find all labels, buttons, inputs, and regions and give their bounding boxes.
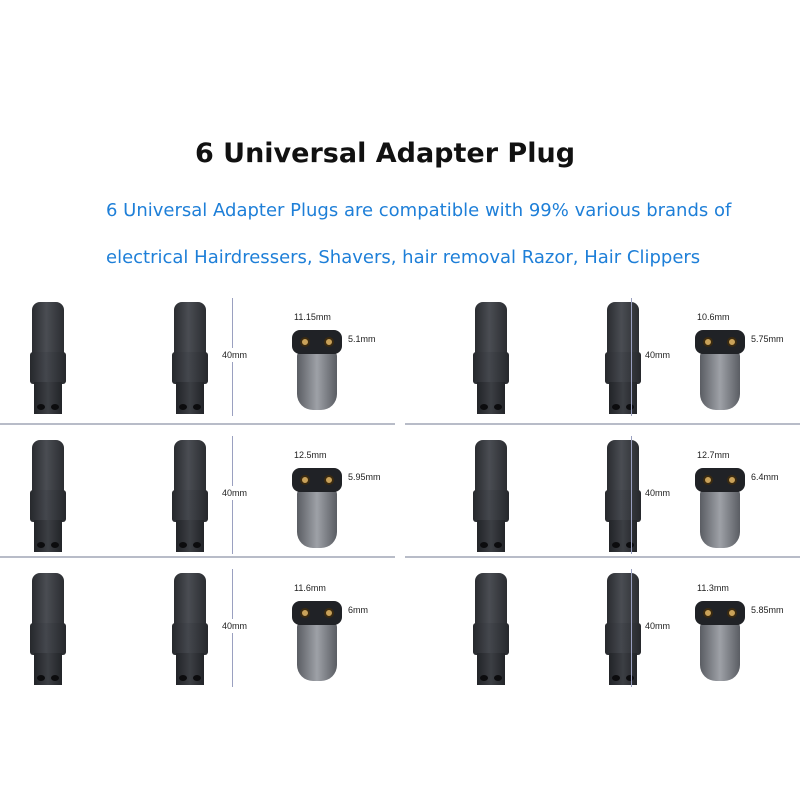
adapter-plug bbox=[30, 302, 66, 414]
adapter-plug bbox=[30, 440, 66, 552]
adapter-plug bbox=[473, 302, 509, 414]
adapter-end-view: 11.6mm 6mm bbox=[292, 583, 368, 683]
subtitle-line-2: electrical Hairdressers, Shavers, hair r… bbox=[106, 247, 701, 268]
height-label: 5.95mm bbox=[348, 472, 381, 482]
adapter-cell: 40mm 11.6mm 6mm bbox=[0, 561, 395, 691]
divider bbox=[0, 423, 395, 425]
adapter-cell: 40mm 12.7mm 6.4mm bbox=[405, 428, 800, 558]
length-label: 40mm bbox=[645, 486, 671, 500]
length-label: 40mm bbox=[222, 486, 248, 500]
adapter-plug bbox=[473, 440, 509, 552]
adapter-plug bbox=[172, 302, 208, 414]
length-label: 40mm bbox=[645, 348, 671, 362]
length-label: 40mm bbox=[645, 619, 671, 633]
length-dimension-line bbox=[631, 569, 632, 687]
adapter-plug bbox=[30, 573, 66, 685]
height-label: 5.1mm bbox=[348, 334, 376, 344]
adapter-plug bbox=[605, 573, 641, 685]
width-label: 12.7mm bbox=[697, 450, 730, 460]
divider bbox=[405, 423, 800, 425]
adapter-plug bbox=[605, 302, 641, 414]
adapter-end-view: 12.5mm 5.95mm bbox=[292, 450, 381, 550]
subtitle-line-1: 6 Universal Adapter Plugs are compatible… bbox=[106, 200, 732, 221]
divider bbox=[0, 556, 395, 558]
adapter-end-view: 11.3mm 5.85mm bbox=[695, 583, 784, 683]
width-label: 11.15mm bbox=[294, 312, 331, 322]
adapter-plug bbox=[605, 440, 641, 552]
adapter-cell: 40mm 11.3mm 5.85mm bbox=[405, 561, 800, 691]
adapter-cell: 40mm 12.5mm 5.95mm bbox=[0, 428, 395, 558]
height-label: 5.75mm bbox=[751, 334, 784, 344]
length-label: 40mm bbox=[222, 348, 248, 362]
adapter-plug bbox=[172, 440, 208, 552]
adapter-cell: 40mm 10.6mm 5.75mm bbox=[405, 290, 800, 420]
page-title: 6 Universal Adapter Plug bbox=[194, 138, 576, 169]
adapter-end-view: 12.7mm 6.4mm bbox=[695, 450, 779, 550]
divider bbox=[405, 556, 800, 558]
adapter-end-view: 10.6mm 5.75mm bbox=[695, 312, 784, 412]
length-dimension-line bbox=[631, 298, 632, 416]
width-label: 10.6mm bbox=[697, 312, 730, 322]
height-label: 6mm bbox=[348, 605, 368, 615]
width-label: 11.6mm bbox=[294, 583, 326, 593]
height-label: 6.4mm bbox=[751, 472, 779, 482]
length-label: 40mm bbox=[222, 619, 248, 633]
width-label: 11.3mm bbox=[697, 583, 729, 593]
adapter-plug bbox=[172, 573, 208, 685]
width-label: 12.5mm bbox=[294, 450, 327, 460]
adapter-cell: 40mm 11.15mm 5.1mm bbox=[0, 290, 395, 420]
adapter-plug bbox=[473, 573, 509, 685]
height-label: 5.85mm bbox=[751, 605, 784, 615]
adapter-end-view: 11.15mm 5.1mm bbox=[292, 312, 376, 412]
length-dimension-line bbox=[631, 436, 632, 554]
